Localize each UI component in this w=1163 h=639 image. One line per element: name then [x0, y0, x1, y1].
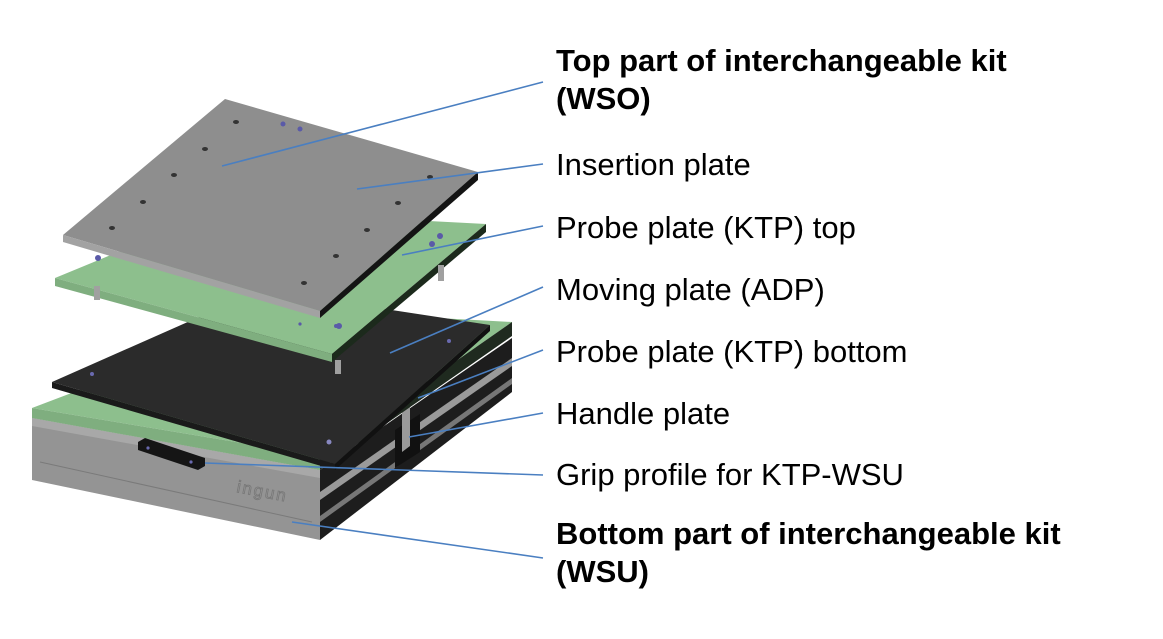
label-handle-plate: Handle plate	[556, 396, 731, 431]
label-grip-profile: Grip profile for KTP-WSU	[556, 457, 904, 492]
leader-line-moving	[389, 286, 544, 354]
bottom-base-wsu: ingun	[32, 338, 512, 540]
leader-line-probe-top	[401, 225, 544, 256]
label-wsu-line2: (WSU)	[556, 554, 649, 589]
grip-profile	[138, 438, 205, 470]
label-top-part-wso: Top part of interchangeable kit (WSO)	[556, 42, 1007, 118]
leader-line-wsu	[291, 521, 544, 559]
leader-line-wso	[221, 81, 544, 167]
label-insertion-plate: Insertion plate	[556, 147, 751, 182]
label-moving-plate: Moving plate (ADP)	[556, 272, 825, 307]
label-wsu-line1: Bottom part of interchangeable kit	[556, 516, 1061, 551]
leader-line-probe-bottom	[417, 349, 544, 399]
label-wso-line2: (WSO)	[556, 81, 651, 116]
moving-plate-adp	[52, 290, 490, 470]
leader-line-grip	[204, 462, 544, 476]
label-probe-plate-top: Probe plate (KTP) top	[556, 210, 856, 245]
label-bottom-part-wsu: Bottom part of interchangeable kit (WSU)	[556, 515, 1061, 591]
leader-lines	[204, 81, 544, 559]
label-probe-plate-bottom: Probe plate (KTP) bottom	[556, 334, 908, 369]
label-wso-line1: Top part of interchangeable kit	[556, 43, 1007, 78]
leader-line-insertion	[356, 163, 544, 190]
leader-line-handle	[408, 412, 544, 438]
insertion-plate	[63, 99, 478, 318]
